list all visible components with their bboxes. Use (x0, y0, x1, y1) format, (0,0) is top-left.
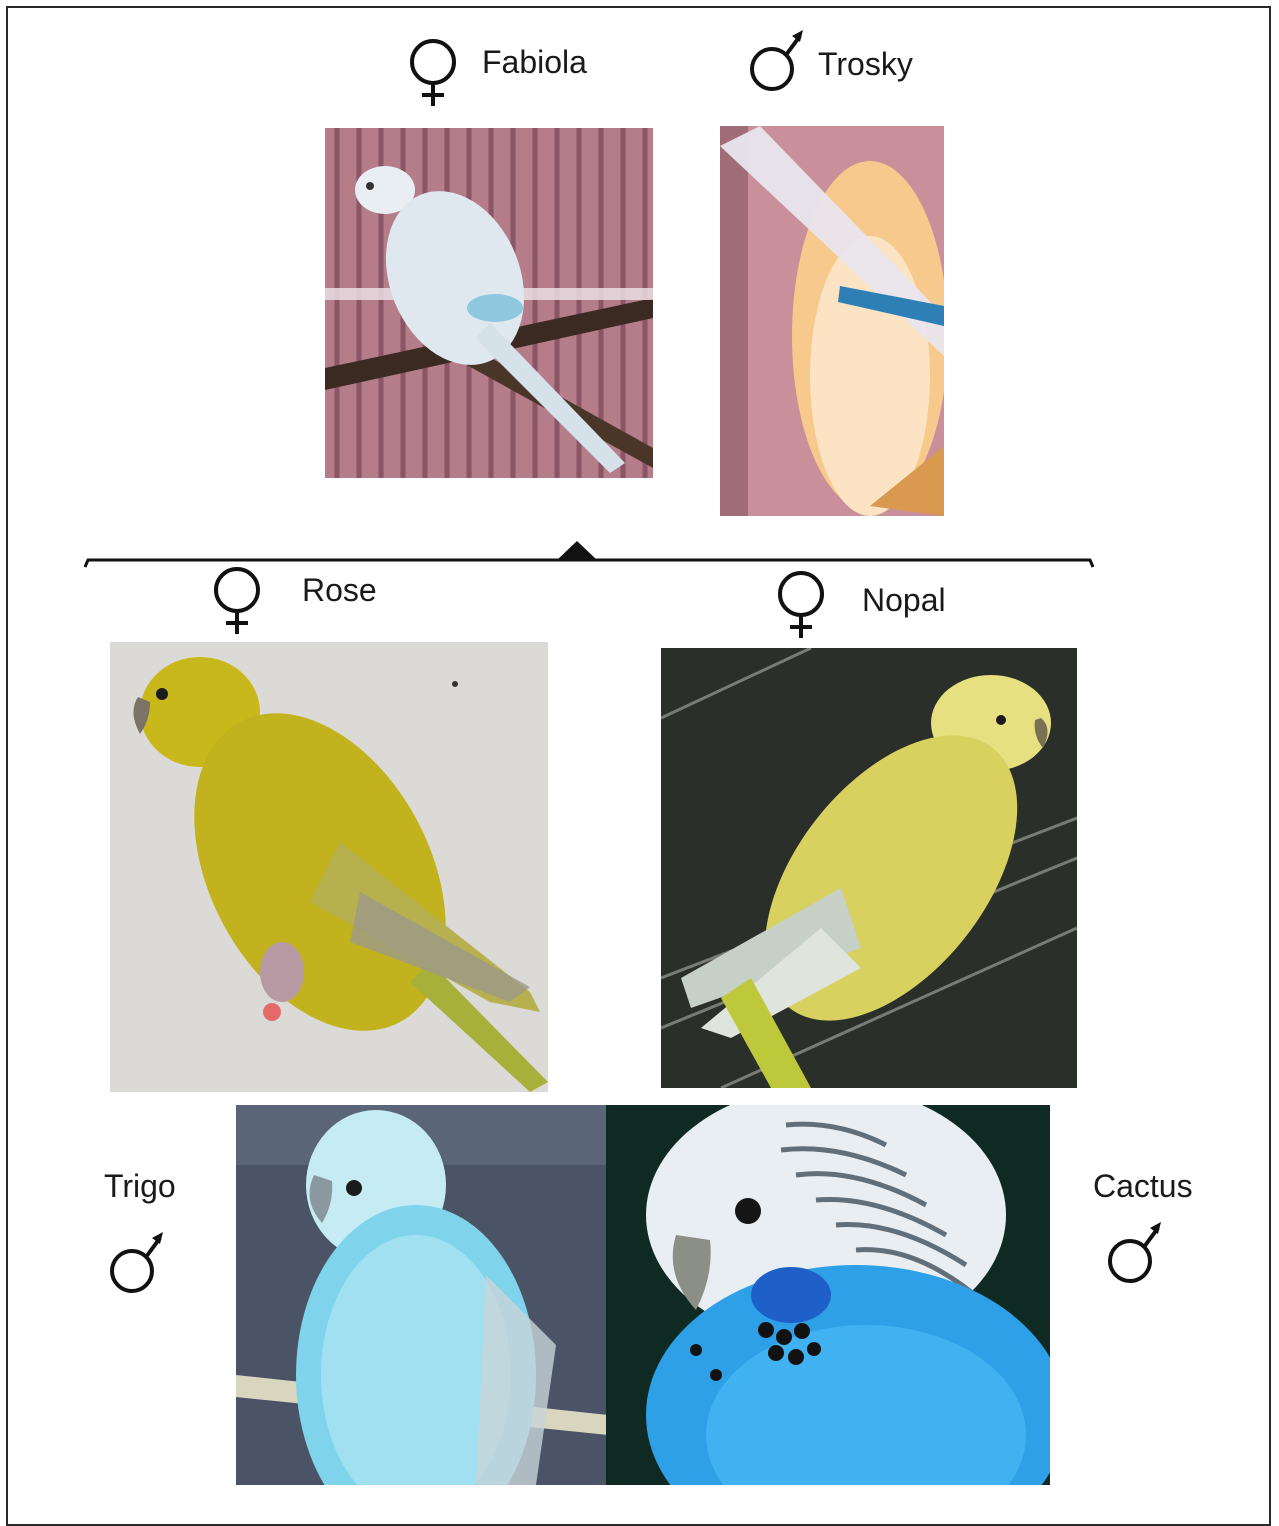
offspring-name-nopal: Nopal (862, 584, 946, 616)
photo-fabiola (325, 128, 653, 478)
parent-name-trosky: Trosky (818, 48, 913, 80)
offspring-name-trigo: Trigo (104, 1170, 176, 1202)
male-symbol-icon (1106, 1220, 1166, 1286)
offspring-name-cactus: Cactus (1093, 1170, 1193, 1202)
female-symbol-icon (773, 570, 833, 642)
female-symbol-icon (209, 566, 269, 638)
parent-name-fabiola: Fabiola (482, 46, 587, 78)
male-symbol-icon (108, 1230, 168, 1296)
offspring-name-rose: Rose (302, 574, 377, 606)
male-symbol-icon (748, 28, 808, 94)
photo-trosky (720, 126, 944, 516)
photo-trigo (236, 1105, 608, 1485)
photo-cactus (606, 1105, 1050, 1485)
female-symbol-icon (405, 38, 465, 110)
photo-nopal (661, 648, 1077, 1088)
photo-rose (110, 642, 548, 1092)
